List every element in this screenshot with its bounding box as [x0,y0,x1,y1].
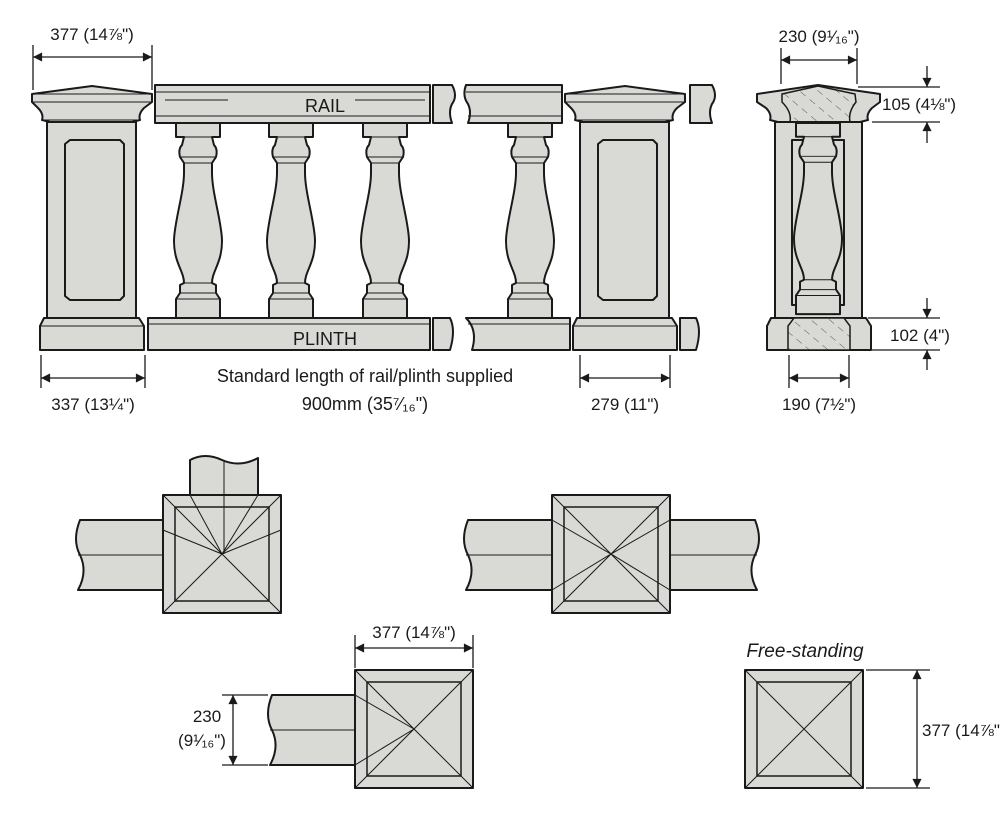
plinth-height-dimension: 102 (4") [868,298,950,370]
section-top-dimension: 230 (9¹⁄₁₆") [779,27,860,84]
end-pier-dimension: 279 (11") [579,355,671,414]
plinth-height-label: 102 (4") [890,326,950,345]
plan-pier-width-label: 377 (14⅞") [372,623,456,642]
section-bottom-dimension: 190 (7½") [782,355,856,414]
plan-corner-pier [75,455,282,614]
free-standing-size-label: 377 (14⅞") [922,721,1000,740]
standard-length-text: Standard length of rail/plinth supplied [217,366,513,386]
baluster [266,122,316,319]
standard-length-value: 900mm (35⁷⁄₁₆") [302,394,428,414]
right-pier [564,85,686,351]
plan-inline-pier [463,494,760,614]
plinth-label: PLINTH [293,329,357,349]
end-pier-width-label: 279 (11") [591,395,659,414]
free-standing-title: Free-standing [746,641,864,662]
plan-free-standing: Free-standing 377 (14⅞") [744,641,1000,789]
left-pier [31,85,153,351]
base-width-dimension: 337 (13¼") [40,355,146,414]
section-top-width-label: 230 (9¹⁄₁₆") [779,27,860,46]
plan-end-pier: 377 (14⅞") 230 (9¹⁄₁₆") [178,623,474,789]
elevation-view: RAIL PLINTH 377 (14⅞") 337 (13¼") [31,25,716,414]
baluster [505,122,555,319]
cap-width-dimension: 377 (14⅞") [32,25,153,90]
section-bottom-width-label: 190 (7½") [782,395,856,414]
rail-height-label: 105 (4⅛") [882,95,956,114]
rail: RAIL [154,84,716,124]
plan-rail-width-inches: (9¹⁄₁₆") [178,731,226,750]
plinth: PLINTH [147,317,700,351]
baluster-section [793,122,843,316]
section-view: 230 (9¹⁄₁₆") 105 (4⅛") 102 (4") 190 (7½"… [756,27,956,414]
rail-label: RAIL [305,96,345,116]
base-width-label: 337 (13¼") [51,395,135,414]
baluster [360,122,410,319]
baluster [173,122,223,319]
cap-width-label: 377 (14⅞") [50,25,134,44]
plan-rail-width-label: 230 [193,707,221,726]
rail-height-dimension: 105 (4⅛") [858,66,956,143]
